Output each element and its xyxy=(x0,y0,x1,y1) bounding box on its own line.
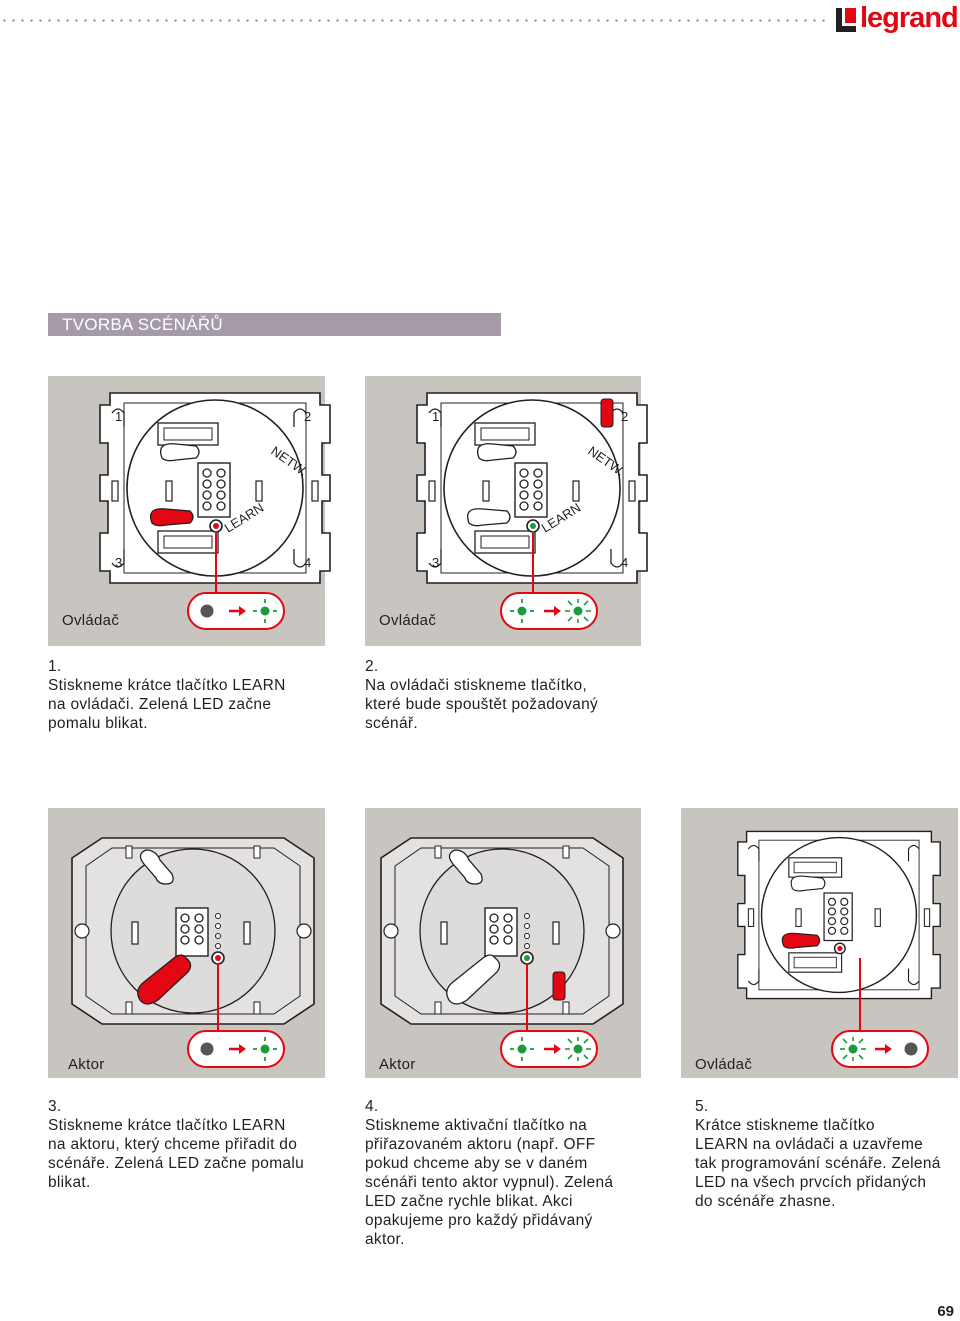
terminal-2-label: 2 xyxy=(304,409,311,424)
step-description: Stiskneme aktivační tlačítko na přiřazov… xyxy=(365,1117,614,1248)
led-blink-fast-icon xyxy=(564,598,592,624)
panel-label: Ovládač xyxy=(62,612,120,629)
step-description: Stiskneme krátce tlačítko LEARN na ovlád… xyxy=(48,677,286,732)
led-blink-slow-icon xyxy=(509,598,535,624)
legrand-mark-icon xyxy=(836,8,856,32)
panel-label: Aktor xyxy=(379,1056,416,1073)
step-description: Stiskneme krátce tlačítko LEARN na aktor… xyxy=(48,1117,305,1191)
step-number: 5. xyxy=(695,1098,709,1115)
step-number: 2. xyxy=(365,658,379,675)
led-off-icon xyxy=(200,604,214,618)
controller-device-illustration: 1 2 3 4 NETW. LEARN xyxy=(99,392,331,584)
arrow-right-icon xyxy=(227,1042,248,1056)
step-2-text: 2. Na ovládači stiskneme tlačítko, které… xyxy=(365,657,665,733)
step-1-text: 1. Stiskneme krátce tlačítko LEARN na ov… xyxy=(48,657,348,733)
led-indicator xyxy=(500,1030,598,1068)
header-dotted-rule xyxy=(0,19,826,22)
led-indicator xyxy=(500,592,598,630)
panel-label: Ovládač xyxy=(695,1056,753,1073)
panel-step-4: Aktor xyxy=(365,808,641,1078)
controller-device-illustration xyxy=(737,830,941,1000)
connector-line xyxy=(859,958,861,1034)
panel-step-3: Aktor xyxy=(48,808,325,1078)
panel-step-5: Ovládač xyxy=(681,808,958,1078)
arrow-right-icon xyxy=(873,1042,894,1056)
step-number: 3. xyxy=(48,1098,62,1115)
terminal-4-label: 4 xyxy=(304,555,311,570)
step-description: Krátce stiskneme tlačítko LEARN na ovlád… xyxy=(695,1117,941,1210)
led-off-icon xyxy=(200,1042,214,1056)
step-number: 1. xyxy=(48,658,62,675)
step-4-text: 4. Stiskneme aktivační tlačítko na přiřa… xyxy=(365,1097,665,1249)
connector-line xyxy=(526,964,528,1034)
led-blink-slow-icon xyxy=(252,598,278,624)
connector-line xyxy=(532,533,534,602)
terminal-4-label: 4 xyxy=(621,555,628,570)
panel-step-2: 1 2 3 4 NETW. LEARN Ovládač xyxy=(365,376,648,646)
step-3-text: 3. Stiskneme krátce tlačítko LEARN na ak… xyxy=(48,1097,348,1192)
step-5-text: 5. Krátce stiskneme tlačítko LEARN na ov… xyxy=(695,1097,957,1211)
terminal-3-label: 3 xyxy=(432,555,439,570)
led-indicator xyxy=(831,1030,929,1068)
panel-label: Aktor xyxy=(68,1056,105,1073)
panel-label: Ovládač xyxy=(379,612,437,629)
led-blink-fast-icon xyxy=(564,1036,592,1062)
arrow-right-icon xyxy=(542,604,563,618)
step-description: Na ovládači stiskneme tlačítko, které bu… xyxy=(365,677,599,732)
led-indicator xyxy=(187,1030,285,1068)
controller-device-illustration: 1 2 3 4 NETW. LEARN xyxy=(416,392,648,584)
terminal-2-label: 2 xyxy=(621,409,628,424)
arrow-right-icon xyxy=(542,1042,563,1056)
connector-line xyxy=(215,533,217,602)
terminal-3-label: 3 xyxy=(115,555,122,570)
actuator-device-illustration xyxy=(71,837,315,1025)
led-blink-slow-icon xyxy=(509,1036,535,1062)
led-off-icon xyxy=(904,1042,918,1056)
actuator-device-illustration xyxy=(380,837,624,1025)
brand-logo: legrand xyxy=(836,2,959,36)
step-number: 4. xyxy=(365,1098,379,1115)
terminal-1-label: 1 xyxy=(115,409,122,424)
arrow-right-icon xyxy=(227,604,248,618)
connector-line xyxy=(217,964,219,1034)
section-title: TVORBA SCÉNÁŘŮ xyxy=(48,313,501,336)
terminal-1-label: 1 xyxy=(432,409,439,424)
brand-name: legrand xyxy=(860,2,959,34)
page-number: 69 xyxy=(937,1303,954,1320)
panel-step-1: 1 2 3 4 NETW. LEARN Ovládač xyxy=(48,376,331,646)
led-indicator xyxy=(187,592,285,630)
led-blink-fast-icon xyxy=(839,1036,867,1062)
led-blink-slow-icon xyxy=(252,1036,278,1062)
